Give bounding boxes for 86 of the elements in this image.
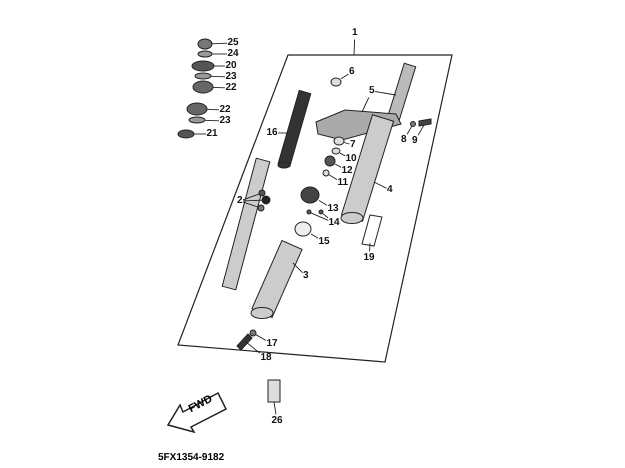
leader-line (274, 402, 276, 415)
nut (198, 38, 212, 50)
callout-number: 16 (266, 127, 278, 139)
callout-number: 12 (342, 165, 353, 177)
piston-ring (262, 196, 270, 204)
callout-number: 9 (412, 135, 418, 147)
leader-line (278, 132, 288, 134)
ring (322, 170, 330, 176)
leader-line (212, 86, 226, 88)
leader-line (406, 126, 412, 135)
callout-number: 10 (346, 153, 357, 165)
clip (306, 210, 312, 214)
bearing (186, 102, 208, 116)
leader-line (334, 163, 342, 168)
ring (188, 116, 206, 124)
leader-line (374, 91, 396, 96)
leader-line (204, 120, 220, 122)
callout-number: 23 (220, 115, 231, 127)
callout-number: 3 (303, 270, 309, 282)
piston (258, 190, 266, 196)
fork-spring (278, 90, 312, 168)
callout-number: 1 (352, 27, 358, 39)
callout-number: 14 (328, 217, 340, 229)
callout-number: 2 (237, 195, 243, 207)
callout-number: 8 (401, 134, 407, 146)
leader-line (354, 39, 356, 56)
clip (318, 210, 324, 214)
callout-number: 20 (226, 60, 237, 72)
leader-line (292, 262, 303, 274)
bolt (236, 333, 253, 351)
washer (250, 330, 256, 336)
label-strip (361, 214, 383, 247)
washer (198, 50, 212, 58)
piston (258, 204, 264, 212)
callout-number: 21 (206, 128, 218, 140)
leader-line (340, 152, 346, 156)
outer-tube (250, 240, 303, 319)
leader-line (369, 242, 370, 252)
callout-number: 4 (387, 184, 393, 196)
callout-number: 23 (226, 71, 237, 83)
callout-number: 6 (349, 66, 355, 78)
leader-line (344, 142, 350, 144)
callout-number: 26 (272, 415, 283, 427)
part-code-label: 5FX1354-9182 (158, 452, 224, 463)
callout-number: 15 (318, 236, 330, 248)
callout-number: 24 (228, 48, 239, 60)
seal (178, 130, 194, 138)
leader-line (310, 212, 328, 221)
ring (332, 148, 340, 154)
callout-number: 18 (260, 352, 272, 364)
callout-number: 22 (226, 82, 237, 94)
bolt (418, 118, 432, 127)
leader-line (210, 76, 226, 78)
leader-line (212, 42, 228, 44)
leader-line (362, 97, 370, 112)
callout-number: 13 (328, 203, 339, 215)
leader-line (310, 233, 318, 239)
leader-line (318, 200, 328, 206)
leader-line (242, 202, 258, 208)
leader-line (418, 124, 424, 136)
oil-seal (300, 186, 320, 204)
bearing (192, 80, 214, 94)
collar (324, 156, 336, 166)
leader-line (242, 200, 262, 202)
ring (334, 136, 344, 146)
washer (410, 121, 416, 127)
leader-line (328, 174, 338, 180)
callout-number: 17 (266, 338, 278, 350)
leader-line (374, 182, 387, 189)
leader-line (246, 342, 260, 354)
ring (194, 72, 212, 80)
leader-line (206, 108, 220, 110)
label-sticker (268, 380, 280, 402)
cap (330, 78, 342, 86)
callout-number: 22 (220, 104, 231, 116)
callout-number: 25 (228, 37, 239, 49)
leader-line (322, 213, 328, 218)
ring-nut (192, 60, 214, 72)
leader-line (242, 194, 260, 200)
callout-number: 11 (338, 177, 348, 189)
callout-number: 5 (369, 85, 375, 97)
dust-seal (294, 222, 312, 236)
callout-number: 19 (364, 252, 375, 264)
leader-line (340, 74, 349, 80)
leader-line (256, 334, 266, 341)
callout-number: 7 (350, 139, 356, 151)
